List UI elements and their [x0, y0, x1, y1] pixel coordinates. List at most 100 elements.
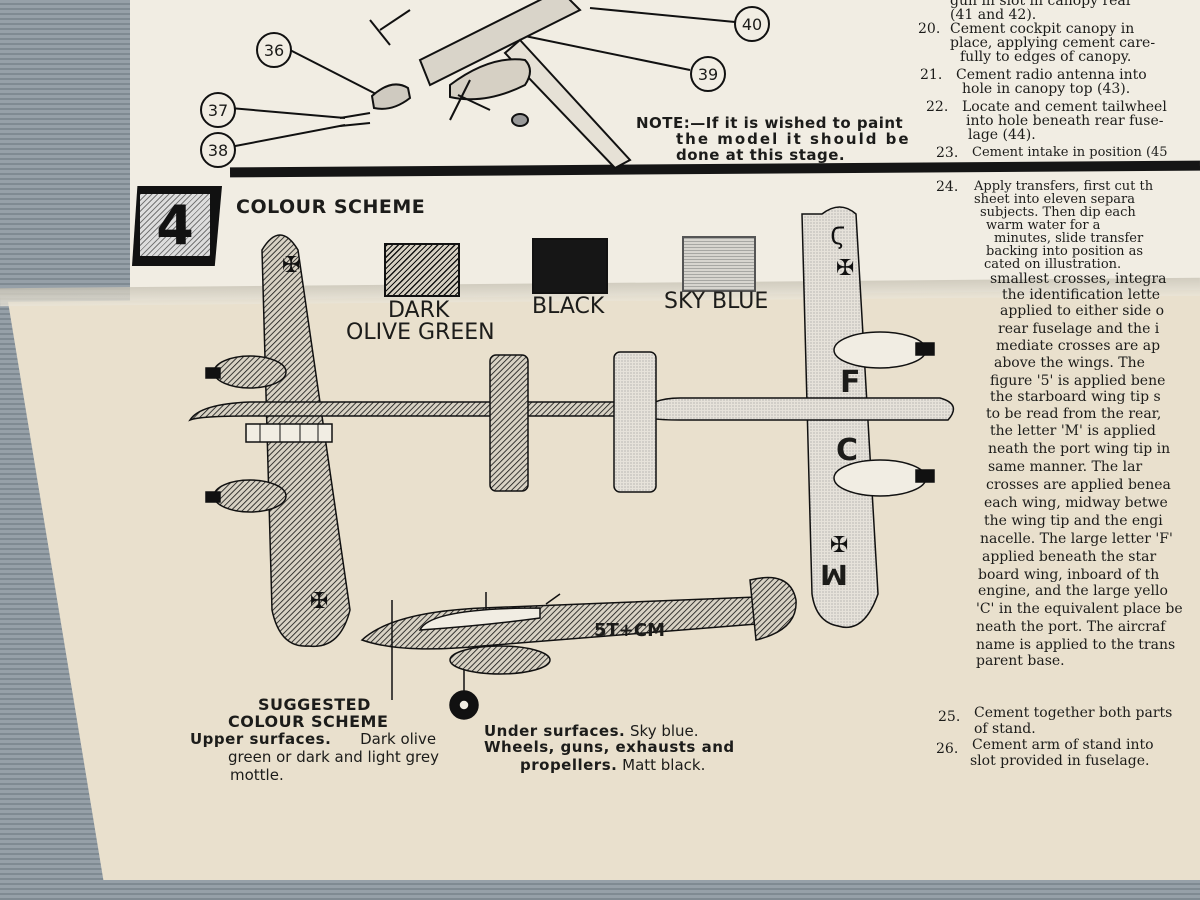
suggested-title-1: SUGGESTED [258, 695, 371, 714]
section-title: COLOUR SCHEME [236, 196, 426, 218]
step-24-line: name is applied to the trans [976, 637, 1176, 653]
underside-letter-c: C [836, 433, 859, 468]
callout-40-label: 40 [741, 14, 763, 34]
callout-38: 38 [200, 132, 236, 168]
step-number: 22. [926, 99, 949, 115]
callout-37-label: 37 [207, 100, 229, 120]
note-line-3: done at this stage. [676, 146, 846, 164]
step-24-line: minutes, slide transfer [994, 231, 1144, 246]
step-25-line-2: of stand. [974, 721, 1036, 737]
step-24-line: engine, and the large yello [978, 583, 1168, 599]
step-24-line: board wing, inboard of th [978, 567, 1160, 583]
step-line: into hole beneath rear fuse- [966, 113, 1164, 129]
step-25-number: 25. [938, 709, 961, 725]
step-24-line: subjects. Then dip each [980, 205, 1136, 220]
step-line: fully to edges of canopy. [960, 49, 1132, 65]
step-24-line: neath the port. The aircraf [976, 619, 1166, 635]
svg-text:✠: ✠ [830, 533, 848, 558]
step-24-line: the wing tip and the engi [984, 513, 1163, 529]
step-24-line: same manner. The lar [988, 459, 1143, 475]
step-line: (41 and 42). [950, 7, 1037, 23]
callout-36-label: 36 [263, 40, 285, 60]
swatch-sky-blue [682, 236, 756, 292]
step-24-line: applied beneath the star [982, 549, 1157, 565]
step-24-line: warm water for a [986, 218, 1101, 233]
section-number: 4 [156, 193, 194, 257]
upper-surfaces-line-1: Upper surfaces. Dark olive [190, 732, 436, 747]
fuselage-code: 5T+CM [594, 620, 666, 641]
swatch-label-olive-1: DARK [388, 298, 450, 323]
step-24-line: crosses are applied benea [986, 477, 1171, 493]
suggested-title-2: COLOUR SCHEME [228, 712, 389, 731]
step-25-line-1: Cement together both parts [974, 705, 1173, 721]
step-24-line: 'C' in the equivalent place be [976, 601, 1183, 617]
step-24-line: neath the port wing tip in [988, 441, 1171, 457]
step-line: Cement radio antenna into [956, 67, 1147, 83]
upper-surfaces-line-2: green or dark and light grey [228, 748, 440, 766]
upper-surfaces-line-3: mottle. [230, 766, 284, 784]
under-surfaces-line: Under surfaces. Sky blue. [484, 724, 699, 739]
instruction-sheet-lower [8, 290, 1200, 880]
step-24-line: rear fuselage and the i [998, 321, 1160, 337]
step-24-line: the identification lette [1002, 287, 1161, 303]
underside-letter-f: F [840, 365, 861, 400]
callout-37: 37 [200, 92, 236, 128]
upper-surfaces-text: Dark olive [360, 730, 437, 748]
step-24-line: nacelle. The large letter 'F' [980, 531, 1173, 547]
callout-40: 40 [734, 6, 770, 42]
wheels-line-1: Wheels, guns, exhausts and [484, 738, 735, 756]
note-line-2: the model it should be [676, 130, 911, 148]
step-24-number: 24. [936, 179, 959, 195]
swatch-label-olive-2: OLIVE GREEN [346, 320, 495, 345]
step-number: 20. [918, 21, 941, 37]
callout-38-label: 38 [207, 140, 229, 160]
note-line-1: NOTE:—If it is wished to paint [636, 114, 904, 132]
step-26-number: 26. [936, 741, 959, 757]
section-number-box: 4 [140, 193, 210, 257]
step-line: Cement cockpit canopy in [950, 21, 1135, 37]
step-line: Locate and cement tailwheel [962, 99, 1167, 115]
step-24-line: each wing, midway betwe [984, 495, 1168, 511]
step-24-line: the starboard wing tip s [990, 389, 1161, 405]
step-24-line: cated on illustration. [984, 257, 1122, 272]
under-surfaces-text: Sky blue. [630, 722, 699, 740]
swatch-label-sky-blue: SKY BLUE [664, 289, 769, 314]
side-view-aircraft [360, 576, 797, 720]
step-line: place, applying cement care- [950, 35, 1156, 51]
step-24-line: sheet into eleven separa [974, 192, 1135, 207]
matt-black-text: Matt black. [622, 756, 706, 774]
step-number: 21. [920, 67, 943, 83]
callout-39-label: 39 [697, 64, 719, 84]
svg-text:Ϛ: Ϛ [830, 222, 846, 250]
step-24-line: to be read from the rear, [986, 406, 1162, 422]
step-24-line: figure '5' is applied bene [990, 373, 1166, 389]
svg-text:✠: ✠ [282, 253, 300, 278]
underside-letter-m: M [820, 558, 848, 591]
step-24-line: the letter 'M' is applied [990, 423, 1156, 439]
underside-view-aircraft: Ϛ ✠ ✠ [613, 206, 955, 628]
step-24-line: parent base. [976, 653, 1065, 669]
step-line: hole in canopy top (43). [962, 81, 1131, 97]
step-24-line: smallest crosses, integra [990, 271, 1167, 287]
swatch-black [532, 238, 608, 294]
top-view-aircraft: ✠ ✠ [188, 234, 731, 648]
step-line: lage (44). [968, 127, 1036, 143]
step-number: 23. [936, 145, 959, 161]
callout-36: 36 [256, 32, 292, 68]
step-24-line: applied to either side o [1000, 303, 1165, 319]
svg-text:✠: ✠ [310, 589, 328, 614]
step-line: gun in slot in canopy rear [950, 0, 1133, 9]
propellers-label: propellers. [520, 756, 618, 774]
step-26-line-2: slot provided in fuselage. [970, 753, 1150, 769]
step-24-line: above the wings. The [994, 355, 1145, 371]
svg-text:✠: ✠ [836, 256, 854, 281]
step-26-line-1: Cement arm of stand into [972, 737, 1154, 753]
wheels-line-2: propellers. Matt black. [520, 758, 705, 773]
upper-surfaces-label: Upper surfaces. [190, 730, 332, 748]
step-24-line: mediate crosses are ap [996, 338, 1161, 354]
step-24-line: Apply transfers, first cut th [974, 179, 1154, 194]
swatch-dark-olive-green [384, 243, 460, 297]
callout-39: 39 [690, 56, 726, 92]
